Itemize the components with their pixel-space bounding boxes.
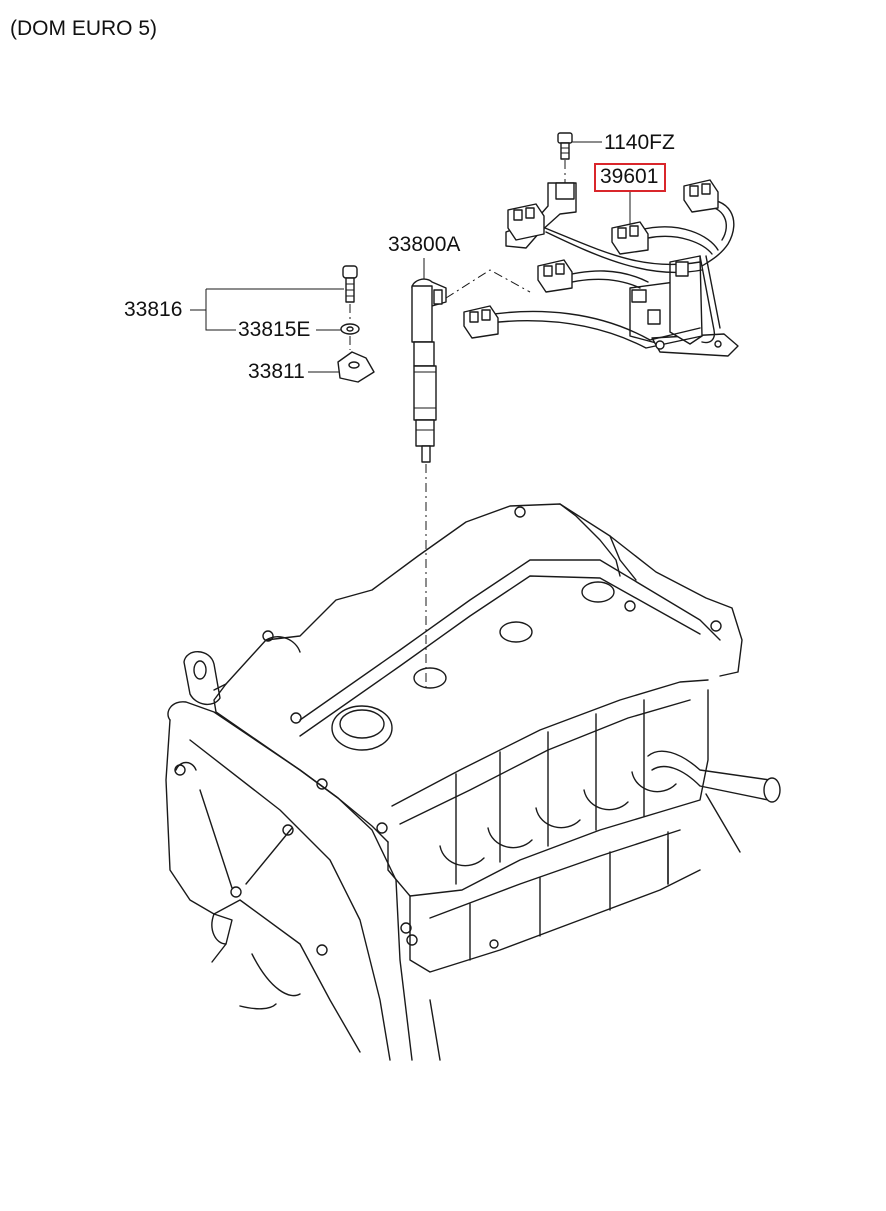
callout-33816[interactable]: 33816 — [124, 298, 183, 321]
callout-39601-highlight — [594, 163, 666, 192]
callout-33800a[interactable]: 33800A — [388, 233, 461, 256]
engine-head — [165, 503, 781, 1061]
connector — [683, 179, 719, 213]
clamp-33811 — [337, 351, 375, 383]
washer-33815e — [340, 323, 360, 350]
connector — [507, 203, 545, 241]
callout-39601[interactable]: 39601 — [600, 165, 659, 188]
callout-1140fz[interactable]: 1140FZ — [604, 131, 675, 154]
injector-33800a — [411, 278, 447, 690]
connector — [537, 259, 573, 293]
wiring-harness-39601 — [445, 179, 739, 357]
diagram-caption: (DOM EURO 5) — [10, 17, 157, 40]
callout-33811[interactable]: 33811 — [248, 360, 305, 383]
bolt-1140fz — [557, 132, 573, 183]
connector — [463, 305, 499, 339]
connector — [611, 221, 649, 255]
clamp-bolt-33816 — [342, 265, 358, 322]
callout-33815e[interactable]: 33815E — [238, 318, 311, 341]
